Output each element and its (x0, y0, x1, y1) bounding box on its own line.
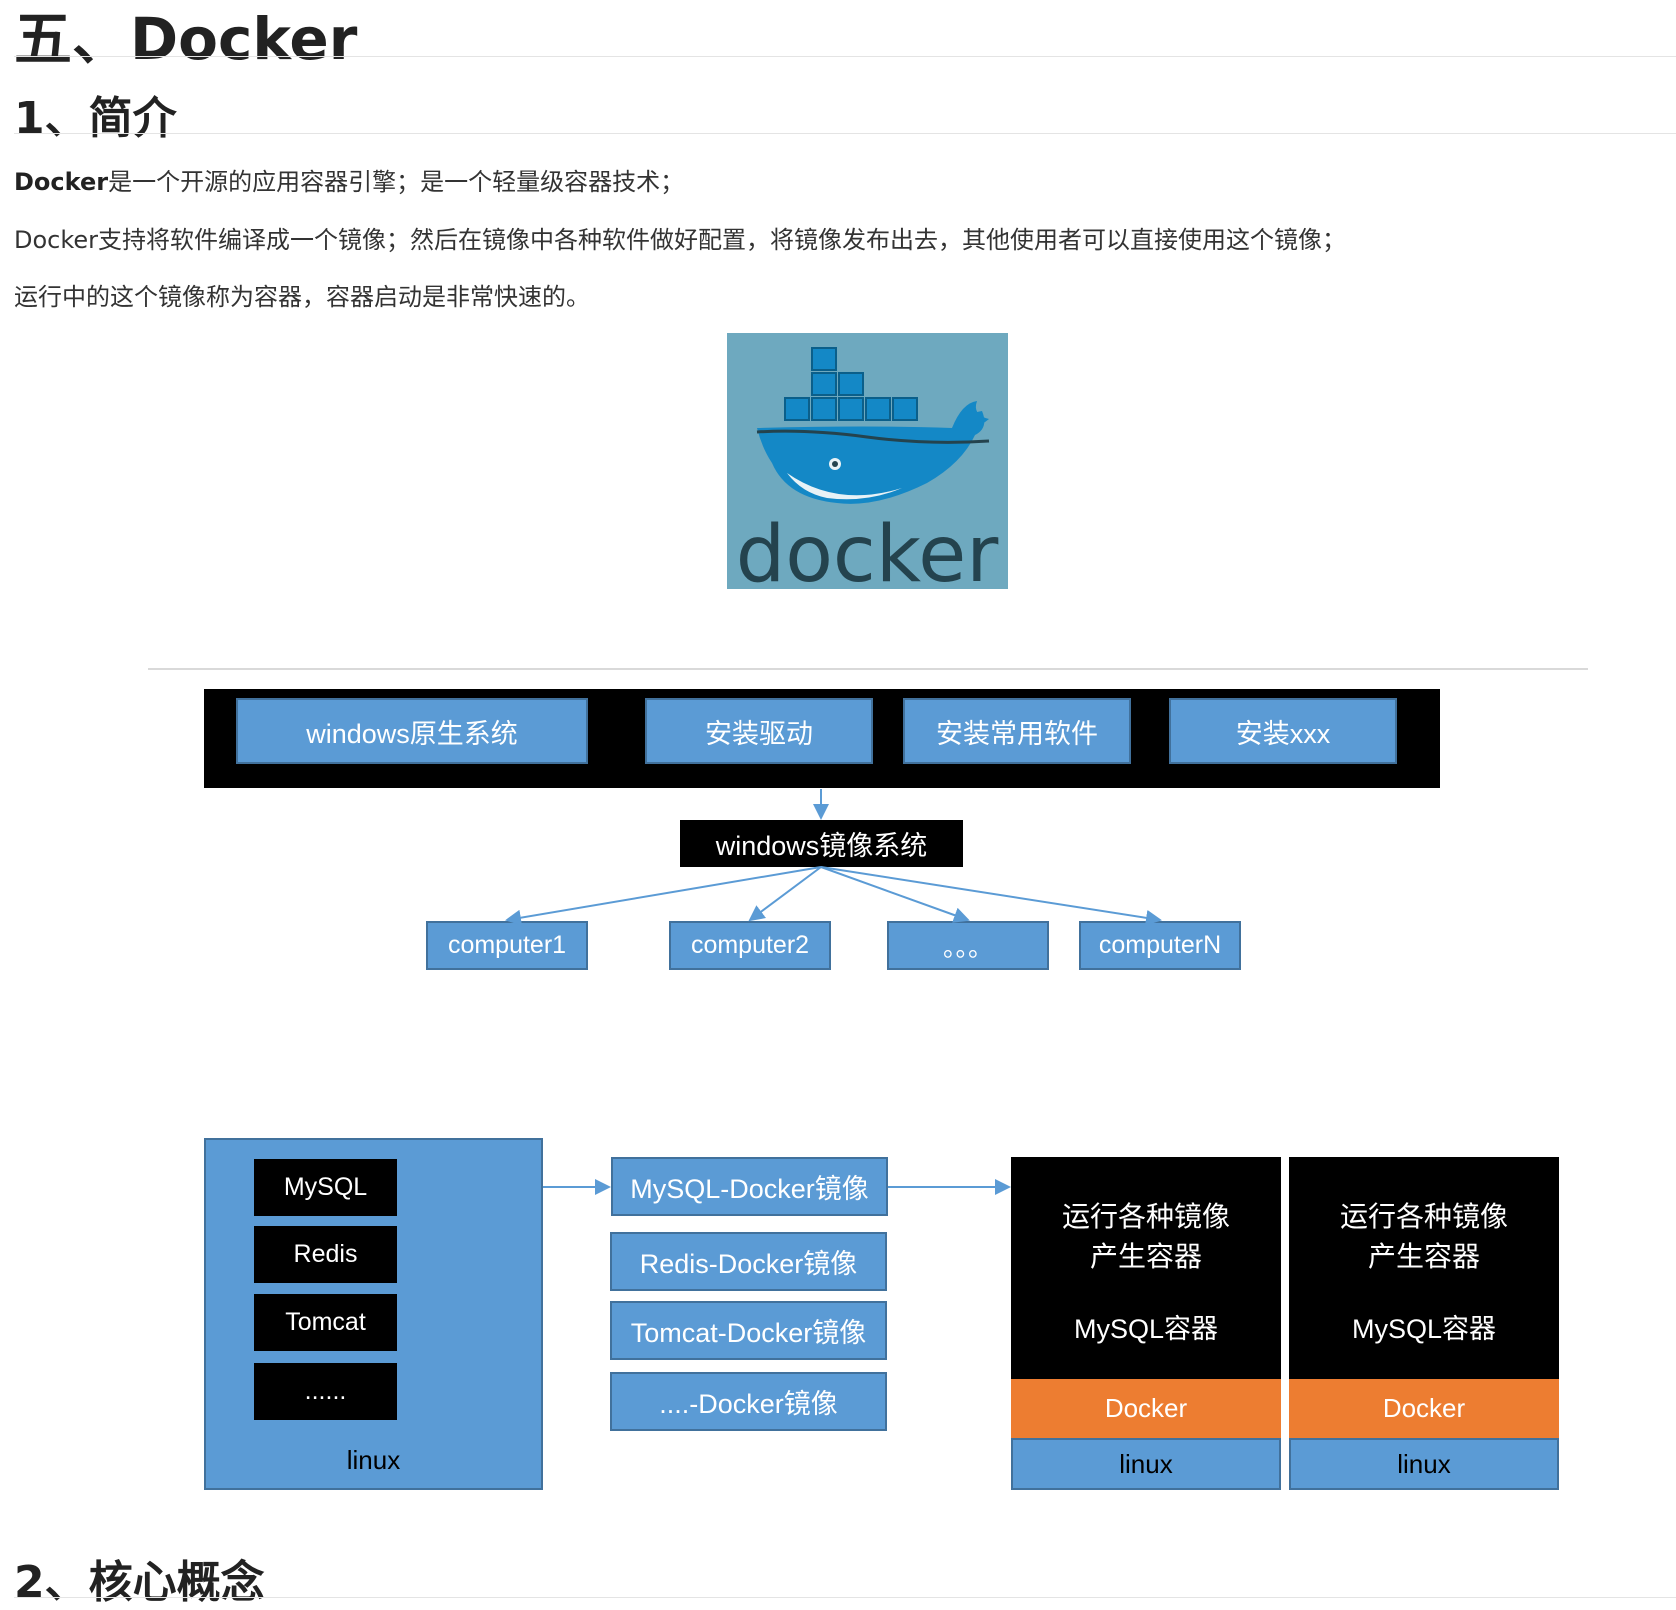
section-title-intro: 1、简介 (14, 93, 177, 144)
docker-layer: Docker (1011, 1379, 1281, 1438)
arrow-to-computerN (820, 866, 1162, 926)
top-item-xxx: 安装xxx (1169, 698, 1397, 764)
runtime-line-1: 运行各种镜像 (1061, 1201, 1230, 1232)
software-box: Tomcat (254, 1294, 397, 1351)
arrow-to-computer1 (505, 866, 822, 926)
computer-box: computerN (1079, 921, 1241, 970)
container-runtime-box: 运行各种镜像 产生容器 MySQL容器 (1289, 1157, 1559, 1379)
container-label: MySQL容器 (1351, 1314, 1497, 1344)
docker-logo-text: docker (736, 510, 999, 589)
paragraph-1-text: 是一个开源的应用容器引擎；是一个轻量级容器技术； (108, 168, 685, 196)
top-item-driver: 安装驱动 (645, 698, 873, 764)
runtime-line-1: 运行各种镜像 (1339, 1201, 1508, 1232)
docker-image-box: ....-Docker镜像 (610, 1372, 887, 1431)
paragraph-1: Docker是一个开源的应用容器引擎；是一个轻量级容器技术； (14, 162, 684, 197)
docker-logo-image: docker (727, 333, 1008, 589)
runtime-line-2: 产生容器 (1089, 1241, 1202, 1272)
arrow-to-ellipsis (820, 866, 970, 923)
diagram-separator (148, 668, 1588, 670)
arrow-to-computer2 (748, 866, 822, 922)
docker-image-box: Tomcat-Docker镜像 (610, 1301, 887, 1360)
section-rule (14, 133, 1676, 134)
section-rule (14, 1597, 1676, 1598)
docker-image-box: Redis-Docker镜像 (610, 1232, 887, 1291)
linux-layer: linux (1011, 1438, 1281, 1490)
docker-layer: Docker (1289, 1379, 1559, 1438)
software-box: ...... (254, 1363, 397, 1420)
computer-box: computer2 (669, 921, 831, 970)
container-label: MySQL容器 (1073, 1314, 1219, 1344)
heading-rule (14, 56, 1676, 57)
docker-image-box: MySQL-Docker镜像 (611, 1157, 888, 1216)
linux-layer: linux (1289, 1438, 1559, 1490)
runtime-line-2: 产生容器 (1367, 1241, 1480, 1272)
software-box: Redis (254, 1226, 397, 1283)
software-box: MySQL (254, 1159, 397, 1216)
paragraph-3: 运行中的这个镜像称为容器，容器启动是非常快速的。 (14, 283, 590, 311)
paragraph-1-bold: Docker (14, 168, 109, 196)
windows-image-box: windows镜像系统 (680, 820, 963, 867)
section-title-core: 2、核心概念 (14, 1557, 265, 1608)
top-item-software: 安装常用软件 (903, 698, 1131, 764)
top-item-windows: windows原生系统 (236, 698, 588, 764)
container-runtime-box: 运行各种镜像 产生容器 MySQL容器 (1011, 1157, 1281, 1379)
paragraph-2: Docker支持将软件编译成一个镜像；然后在镜像中各种软件做好配置，将镜像发布出… (14, 226, 1347, 254)
page-heading: 五、Docker (14, 5, 358, 73)
